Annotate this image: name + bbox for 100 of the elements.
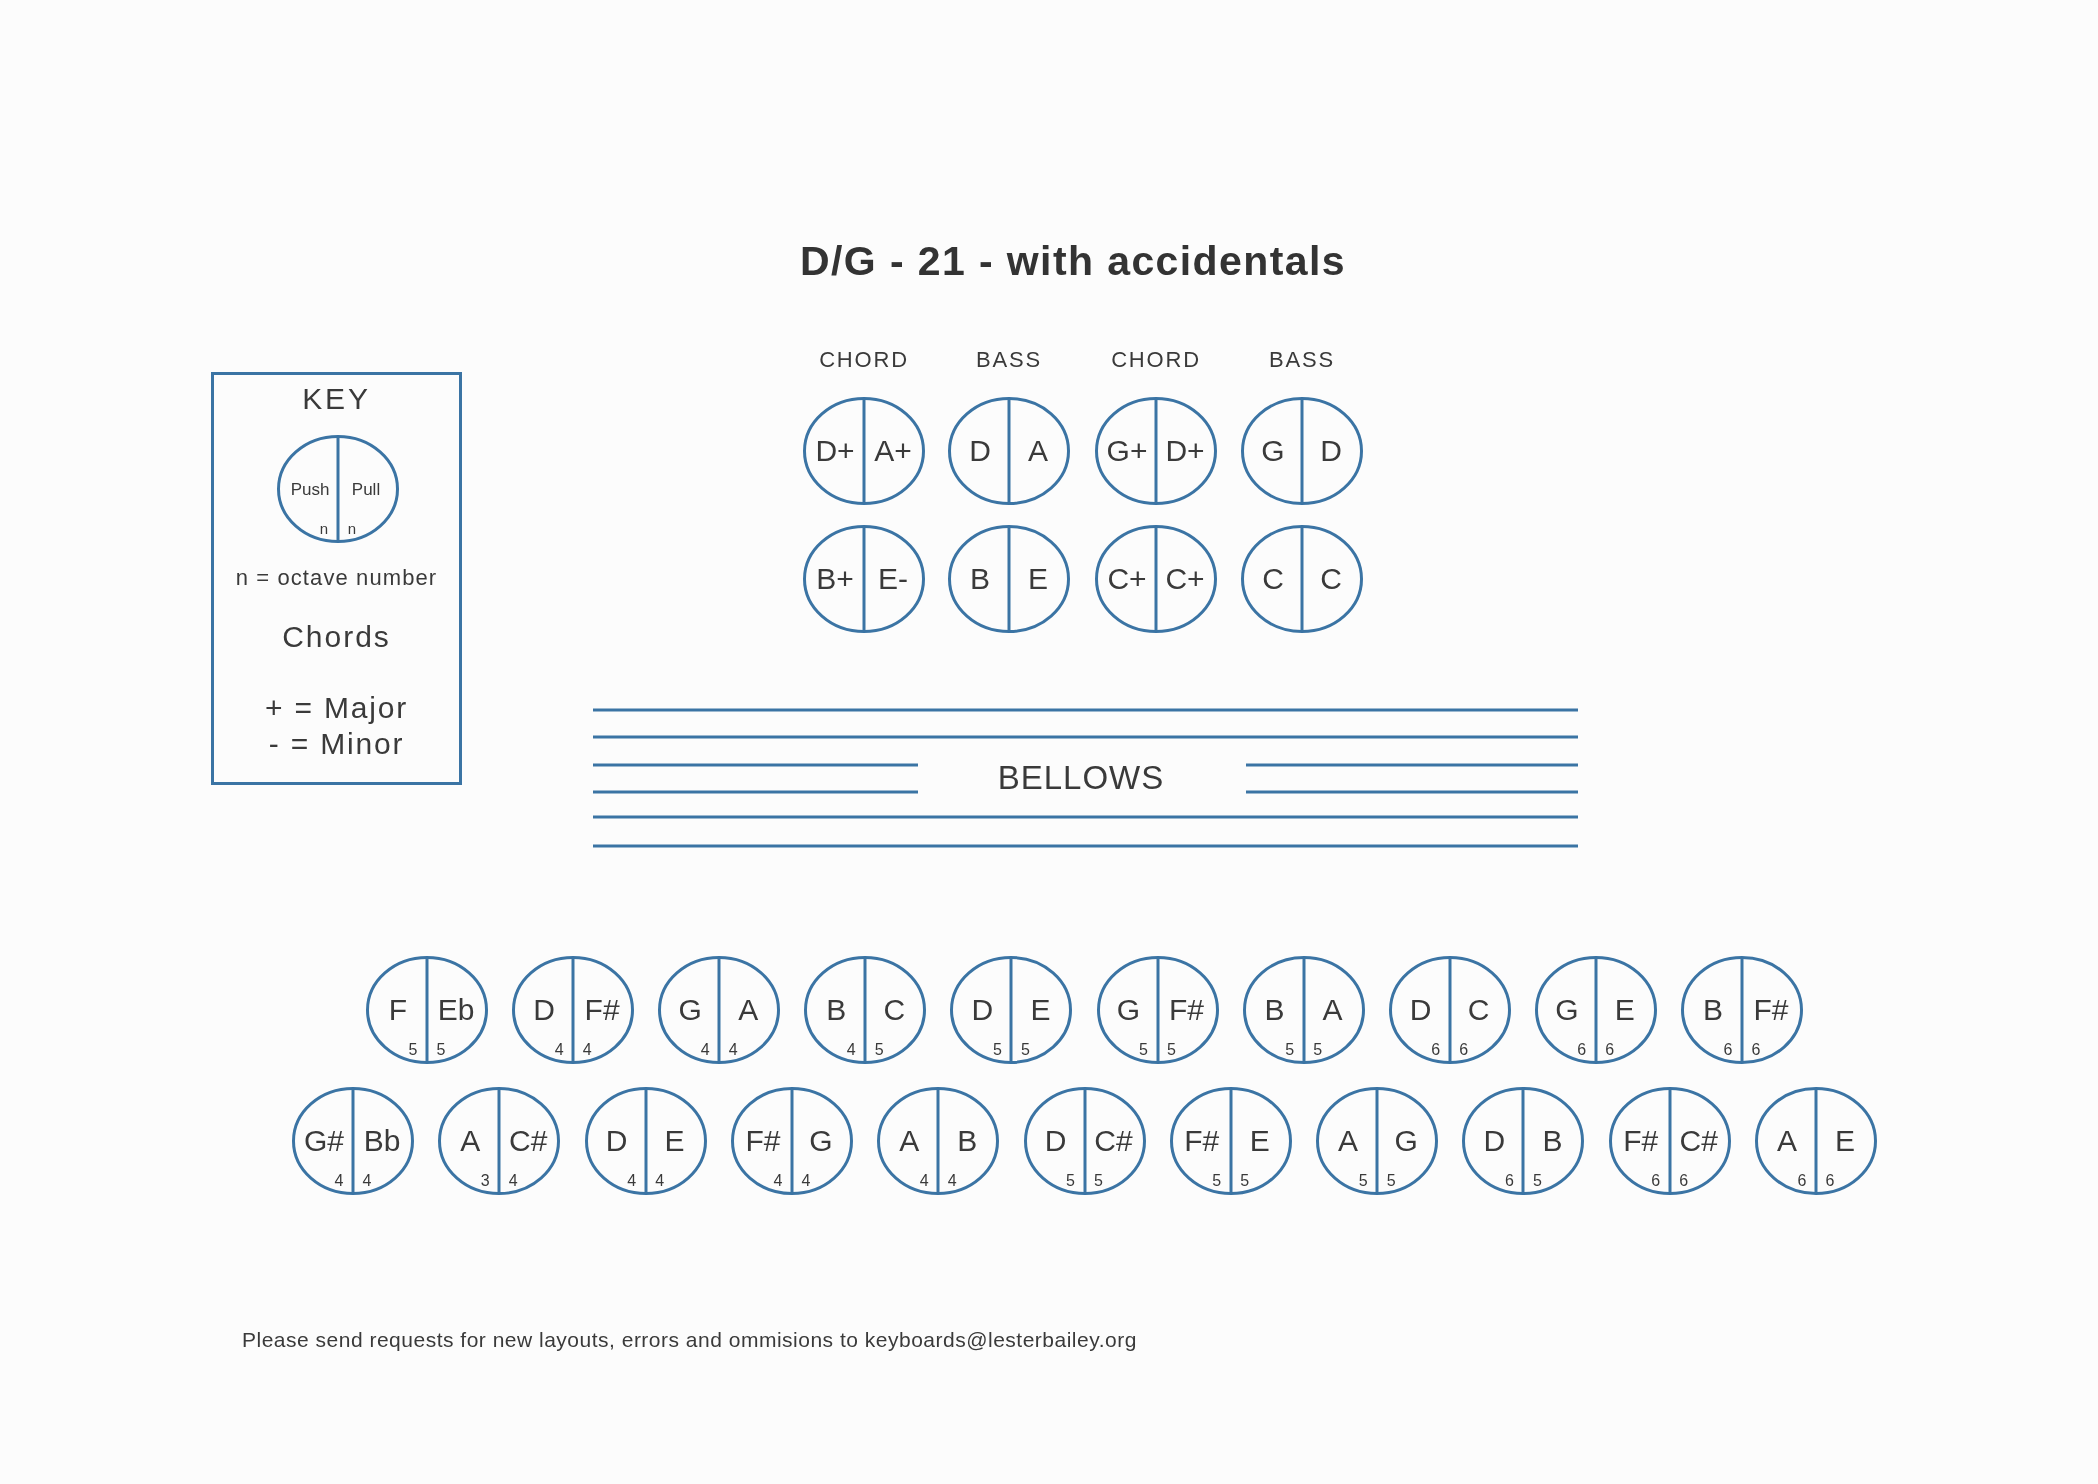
note-label: F# (1184, 1126, 1220, 1156)
note-label: G (678, 995, 702, 1025)
octave-number: 4 (582, 1042, 592, 1058)
note-label: G+ (1106, 436, 1148, 466)
octave-number: 4 (801, 1173, 811, 1189)
note-label: D (1320, 436, 1342, 466)
note-label: A+ (874, 436, 912, 466)
note-label: C+ (1165, 564, 1205, 594)
octave-number: 3 (480, 1173, 490, 1189)
octave-number: 4 (334, 1173, 344, 1189)
split-circle (1095, 525, 1217, 633)
note-label: D+ (1165, 436, 1205, 466)
split-circle (1095, 397, 1217, 505)
note-label: B (1702, 995, 1723, 1025)
note-label: D (1409, 995, 1432, 1025)
split-circle (1388, 956, 1511, 1064)
note-label: G (1261, 436, 1285, 466)
note-label: E (1835, 1126, 1855, 1156)
note-label: G# (304, 1126, 344, 1156)
split-circle (1755, 1087, 1877, 1195)
split-circle (1023, 1087, 1146, 1195)
octave-number: n (319, 520, 329, 536)
octave-number: 4 (627, 1173, 637, 1189)
note-label: C# (509, 1126, 548, 1156)
note-label: D+ (815, 436, 855, 466)
note-label: G (1116, 995, 1141, 1025)
octave-number: 5 (1094, 1173, 1103, 1189)
note-label: F# (1623, 1126, 1659, 1156)
octave-number: 5 (1285, 1042, 1295, 1058)
column-heading: BASS (976, 349, 1042, 371)
octave-number: 5 (1167, 1042, 1176, 1058)
column-heading: CHORD (1111, 349, 1201, 371)
note-label: A (460, 1126, 481, 1156)
note-label: Push (290, 480, 330, 498)
octave-number: 5 (1212, 1173, 1222, 1189)
octave-number: 5 (1020, 1042, 1030, 1058)
split-circle (730, 1087, 853, 1195)
octave-number: 4 (919, 1173, 929, 1189)
split-circle (1096, 956, 1219, 1064)
octave-number: 4 (947, 1173, 957, 1189)
split-circle (1608, 1087, 1731, 1195)
octave-number: 6 (1504, 1173, 1514, 1189)
note-label: D (1044, 1126, 1067, 1156)
note-label: D (971, 995, 994, 1025)
octave-number: 6 (1605, 1042, 1615, 1058)
note-label: G (1555, 995, 1579, 1025)
split-circle (438, 1087, 561, 1195)
note-label: G (809, 1126, 833, 1156)
bellows-label: BELLOWS (997, 760, 1165, 794)
note-label: F# (584, 995, 620, 1025)
split-circle (1169, 1087, 1292, 1195)
split-circle (366, 956, 488, 1064)
key-note: + = Major (265, 693, 408, 723)
split-circle (804, 956, 927, 1064)
split-circle (877, 1087, 1000, 1195)
octave-number: 6 (1577, 1042, 1587, 1058)
note-label: B (1542, 1126, 1563, 1156)
note-label: C (1467, 995, 1490, 1025)
octave-number: 6 (1651, 1173, 1661, 1189)
octave-number: 5 (874, 1042, 884, 1058)
note-label: B (957, 1126, 978, 1156)
octave-number: 4 (655, 1173, 665, 1189)
split-circle (277, 435, 399, 543)
octave-number: 4 (700, 1042, 710, 1058)
octave-number: 5 (408, 1042, 418, 1058)
split-circle (1241, 397, 1363, 505)
split-circle (512, 956, 635, 1064)
note-label: B (1264, 995, 1285, 1025)
note-label: A (1338, 1126, 1359, 1156)
split-circle (1241, 525, 1363, 633)
note-label: B (826, 995, 847, 1025)
octave-number: 4 (846, 1042, 856, 1058)
split-circle (950, 956, 1073, 1064)
octave-number: 5 (1139, 1042, 1148, 1058)
note-label: F# (745, 1126, 781, 1156)
note-label: D (969, 436, 991, 466)
octave-number: 5 (992, 1042, 1002, 1058)
footer-note: Please send requests for new layouts, errors and ommisions to keyboards@lesterbailey.org (242, 1328, 1137, 1350)
note-label: C (1320, 564, 1342, 594)
note-label: E (1249, 1126, 1270, 1156)
octave-number: 5 (1066, 1173, 1075, 1189)
split-circle (1242, 956, 1365, 1064)
note-label: C+ (1107, 564, 1147, 594)
split-circle (1316, 1087, 1439, 1195)
split-circle (803, 397, 925, 505)
note-label: Pull (351, 480, 381, 498)
octave-number: 5 (1240, 1173, 1250, 1189)
split-circle (292, 1087, 414, 1195)
note-label: E (1028, 564, 1048, 594)
note-label: A (1777, 1126, 1797, 1156)
key-heading: KEY (302, 384, 371, 414)
note-label: Eb (437, 995, 475, 1025)
split-circle (584, 1087, 707, 1195)
octave-number: 6 (1751, 1042, 1761, 1058)
note-label: F (388, 995, 408, 1025)
note-label: E (664, 1126, 685, 1156)
split-circle (1680, 956, 1803, 1064)
section-heading: Chords (282, 622, 391, 652)
octave-number: 6 (1797, 1173, 1807, 1189)
note-label: F# (1169, 995, 1204, 1025)
